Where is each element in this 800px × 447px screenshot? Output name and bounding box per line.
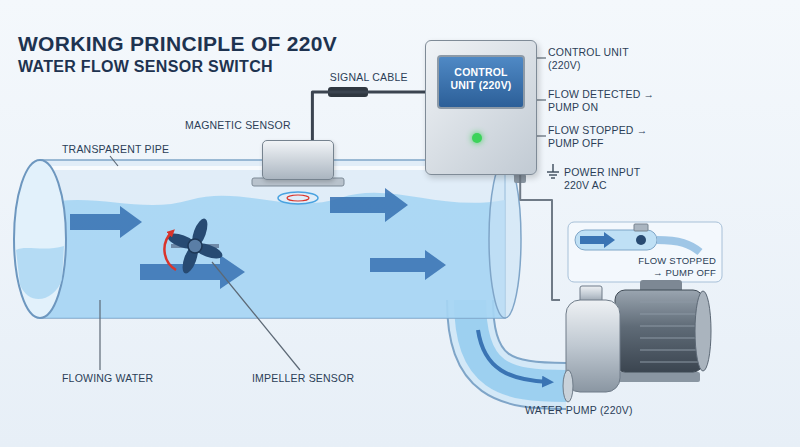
status-led <box>472 133 482 143</box>
pipe-end <box>489 160 521 318</box>
motor-fin <box>640 361 698 362</box>
mini-arrow <box>580 232 615 248</box>
pump-inlet <box>563 370 573 402</box>
ground-line <box>547 171 559 172</box>
flow-arrow <box>370 250 446 280</box>
transparent-pipe <box>14 160 521 318</box>
node-text: WATER PUMP (220V) <box>525 404 633 417</box>
callout-label: FLOW STOPPED → PUMP OFF <box>548 124 663 150</box>
pipe-opening <box>14 160 66 318</box>
leader-line <box>537 57 546 58</box>
callout-label: TRANSPARENT PIPE <box>62 143 169 156</box>
motor-fins <box>640 302 698 362</box>
ground-line <box>549 174 557 175</box>
inset-panel: FLOW STOPPED → PUMP OFF <box>568 222 722 282</box>
impeller-hub <box>188 239 202 253</box>
magnetic-field <box>287 195 309 201</box>
node-text: MAGNETIC SENSOR <box>185 119 291 132</box>
node-text: FLOW STOPPED → PUMP OFF <box>626 255 716 279</box>
callout-label: CONTROL UNIT (220V) <box>548 46 643 72</box>
mini-pipe <box>657 240 700 252</box>
inset-frame <box>568 222 722 282</box>
flow-arrow <box>70 206 142 238</box>
sensor-mount <box>252 178 344 204</box>
leader-line <box>212 262 300 370</box>
edge-label: SIGNAL CABLE <box>330 71 408 84</box>
inset-picture <box>568 222 722 282</box>
callout-label: POWER INPUT 220V AC <box>564 166 654 192</box>
diagram-title: WORKING PRINCIPLE OF 220V WATER FLOW SEN… <box>18 30 363 78</box>
signal-cable <box>312 92 425 140</box>
magnetic-field <box>278 192 318 204</box>
flow-arrow <box>330 188 408 222</box>
node-text: CONTROL UNIT (220V) <box>437 55 525 109</box>
ground-line <box>551 177 555 178</box>
pipe-body <box>40 160 505 318</box>
power-wire <box>520 175 560 300</box>
mini-sensor <box>634 224 648 231</box>
flow-arrow <box>478 330 548 382</box>
motor-fin <box>640 337 698 338</box>
water-pump: WATER PUMP (220V) <box>560 282 710 397</box>
leader-line <box>537 99 546 100</box>
ground-symbol <box>547 164 559 178</box>
motor-fin <box>640 349 698 350</box>
motor-fin <box>640 313 698 314</box>
callout-label: IMPELLER SENSOR <box>252 372 354 385</box>
motor-cap <box>695 291 711 371</box>
mini-pipe <box>575 230 657 250</box>
pump-head <box>566 300 620 392</box>
callout-label: FLOWING WATER <box>62 372 153 385</box>
leader-line <box>99 300 100 370</box>
leader-line <box>537 135 546 136</box>
control-unit: CONTROL UNIT (220V) <box>425 40 537 175</box>
mini-impeller <box>636 235 646 245</box>
rotation-arrow <box>164 232 176 270</box>
opening-water <box>16 246 64 299</box>
flow-arrows <box>70 188 446 289</box>
motor-fin <box>640 301 698 302</box>
callout-label: FLOW DETECTED → PUMP ON <box>548 88 663 114</box>
water-pump <box>563 280 711 402</box>
ground-line <box>552 164 553 172</box>
motor-fin <box>640 325 698 326</box>
magnetic-sensor: MAGNETIC SENSOR <box>262 140 334 180</box>
water <box>40 193 505 318</box>
leader-line <box>110 156 118 166</box>
pump-motor <box>615 290 703 372</box>
